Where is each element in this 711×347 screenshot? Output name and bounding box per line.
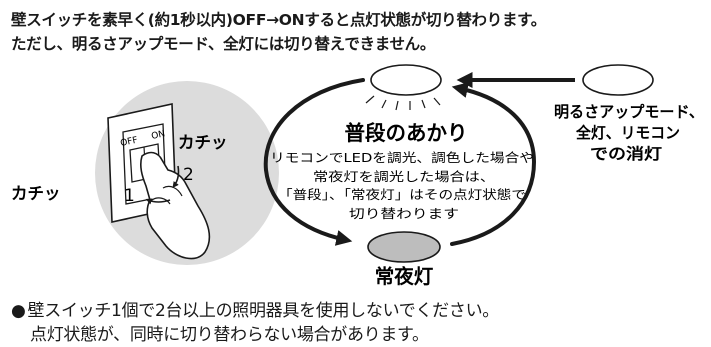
step-arrow-up <box>172 165 180 189</box>
wall-switch-illustration: OFF ON 2 1 カチッ カチッ <box>11 81 279 265</box>
step-number-2: 2 <box>183 165 194 185</box>
mode-desc-line-3: 「普段」、「常夜灯」はその点灯状態で <box>278 187 526 202</box>
switch-on-label: ON <box>151 129 167 142</box>
nightlight-label: 常夜灯 <box>375 265 434 288</box>
mode-cycle: 普段のあかり リモコンでLEDを調光、調色した場合や 常夜灯を調光した場合は、 … <box>263 64 704 288</box>
side-note-line-1: 明るさアップモード、 <box>554 102 704 121</box>
intro-line-1: 壁スイッチを素早く(約1秒以内)OFF→ONすると点灯状態が切り替わります。 <box>11 11 546 29</box>
mode-title-normal: 普段のあかり <box>345 121 468 145</box>
side-note-line-3: での消灯 <box>590 144 663 163</box>
mode-desc-line-2: 常夜灯を調光した場合は、 <box>313 169 495 184</box>
switch-off-label: OFF <box>120 136 139 149</box>
mode-desc-line-1: リモコンでLEDを調光、調色した場合や <box>270 150 534 165</box>
cycle-arrow-right <box>450 82 537 246</box>
ceiling-light-normal-icon <box>370 64 442 96</box>
click-sound-right: カチッ <box>178 133 228 152</box>
step-number-1: 1 <box>124 186 135 206</box>
mode-desc-line-4: 切り替わります <box>349 206 459 221</box>
bullet-icon: ● <box>11 301 26 321</box>
warning-note-line-2: 点灯状態が、同時に切り替わらない場合があります。 <box>30 325 429 345</box>
click-sound-left: カチッ <box>11 184 61 203</box>
ceiling-light-off-icon <box>582 64 654 96</box>
step-arrow-down <box>145 198 171 205</box>
intro-line-2: ただし、明るさアップモード、全灯には切り替えできません。 <box>11 35 436 53</box>
ceiling-light-nightlight-icon <box>367 231 441 263</box>
light-rays-icon <box>365 95 441 111</box>
warning-note-line-1: ●壁スイッチ1個で2台以上の照明器具を使用しないでください。 <box>11 296 499 321</box>
hand-icon <box>139 151 211 260</box>
side-note-line-2: 全灯、リモコン <box>575 123 680 142</box>
cycle-arrow-left <box>263 78 365 246</box>
warning-text-1: 壁スイッチ1個で2台以上の照明器具を使用しないでください。 <box>27 301 500 321</box>
